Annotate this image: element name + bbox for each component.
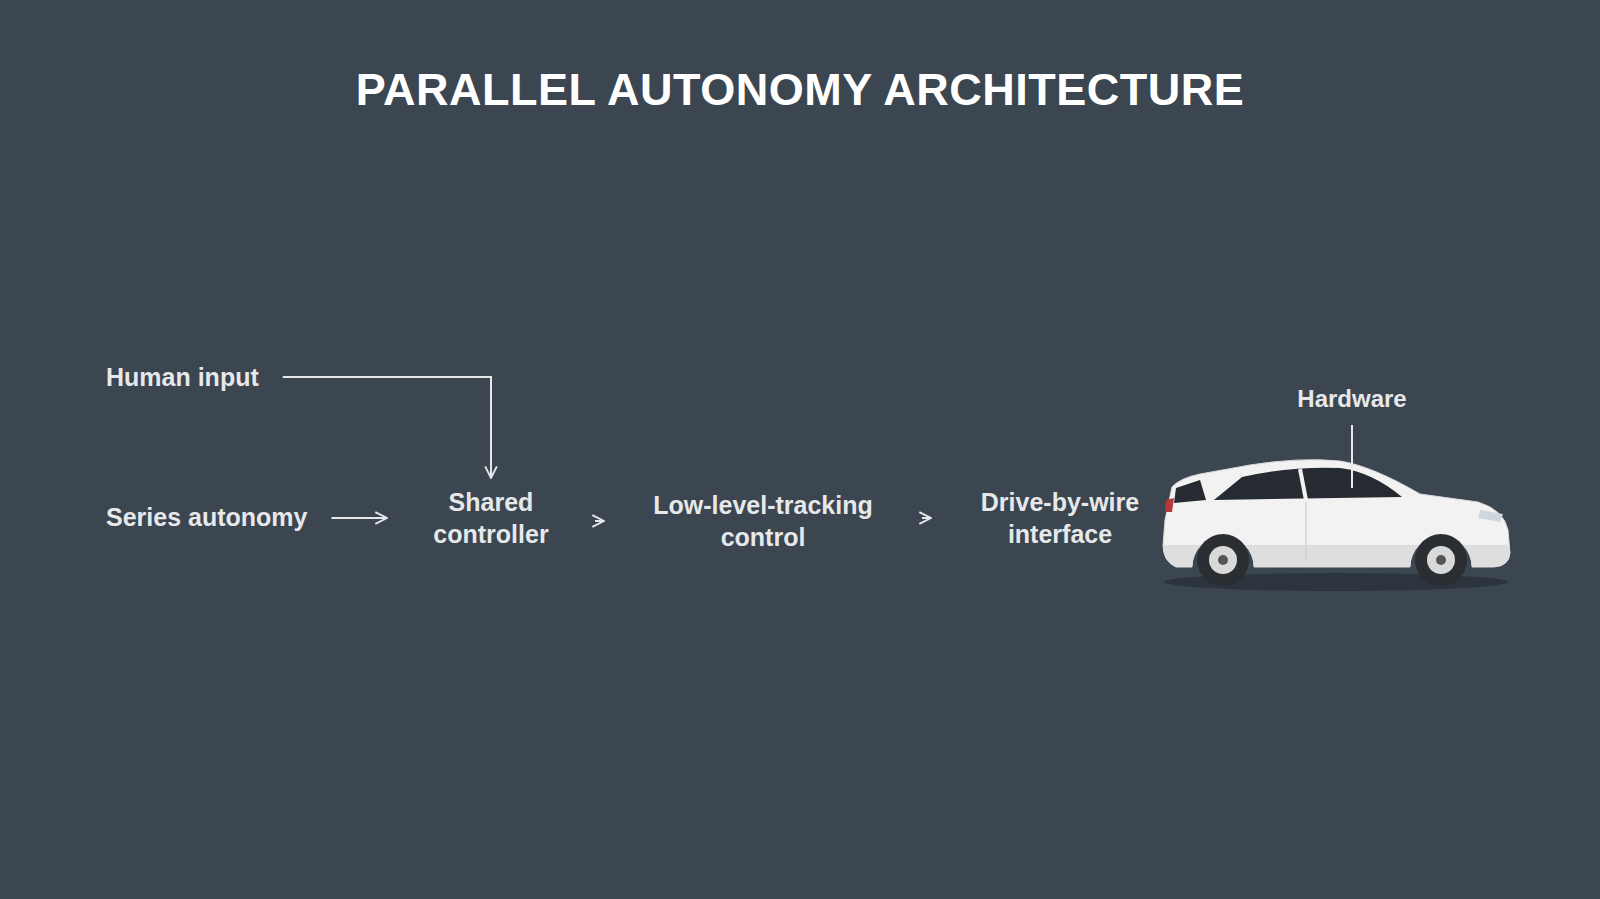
- car-taillight: [1165, 498, 1174, 512]
- step-label: Series autonomy: [106, 501, 307, 533]
- step-text: Human input: [106, 361, 259, 393]
- step-text: Shared controller: [411, 486, 571, 550]
- flow-arrow: [922, 517, 931, 519]
- step-label: Drive-by-wire interface: [955, 486, 1165, 550]
- car-wheel: [1197, 534, 1249, 586]
- car-wheel: [1415, 534, 1467, 586]
- flow-arrow: [283, 377, 491, 478]
- diagram-title: PARALLEL AUTONOMY ARCHITECTURE: [0, 64, 1600, 116]
- step-label: Human input: [106, 361, 259, 393]
- flow-arrow: [595, 520, 604, 522]
- leader-line: [1351, 425, 1353, 488]
- car-rear-window: [1174, 480, 1206, 503]
- step-text: Series autonomy: [106, 501, 307, 533]
- part-label: Hardware: [1297, 385, 1406, 413]
- car-headlight: [1478, 510, 1503, 522]
- step-label: Shared controller: [411, 486, 571, 550]
- car-pillar: [1300, 469, 1306, 500]
- step-text: Low-level-tracking control: [628, 489, 898, 553]
- car-door-line: [1305, 502, 1306, 560]
- flow-arrow: [331, 517, 387, 519]
- step-text: Drive-by-wire interface: [955, 486, 1165, 550]
- step-label: Low-level-tracking control: [628, 489, 898, 553]
- car-window: [1214, 468, 1402, 500]
